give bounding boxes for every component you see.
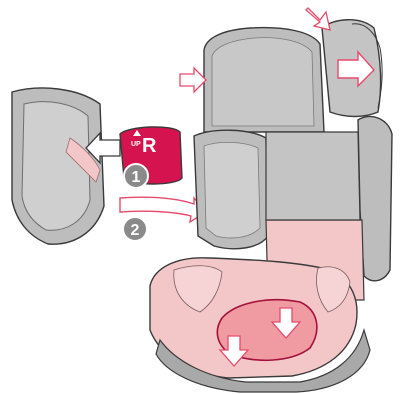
side-wing-panel (11, 87, 105, 245)
headrest-arrow-right-icon (337, 50, 375, 88)
step-badge-1: 1 (123, 163, 149, 189)
up-arrow-icon (133, 130, 141, 136)
mounted-side-wing (193, 129, 269, 250)
headrest-arrow-top-icon (305, 7, 331, 31)
insert-arrow-icon (85, 131, 121, 165)
headrest-arrow-left-icon (179, 66, 207, 94)
tag-up-text: UP (131, 141, 141, 148)
step-number-1: 1 (132, 169, 141, 186)
step-badge-2: 2 (122, 216, 148, 242)
press-arrow-left-icon (218, 335, 250, 367)
step-number-2: 2 (131, 222, 140, 239)
right-side-wing (357, 115, 393, 282)
tag-side-letter: R (142, 135, 157, 157)
seat-cushion (149, 257, 371, 393)
press-arrow-right-icon (270, 307, 302, 339)
